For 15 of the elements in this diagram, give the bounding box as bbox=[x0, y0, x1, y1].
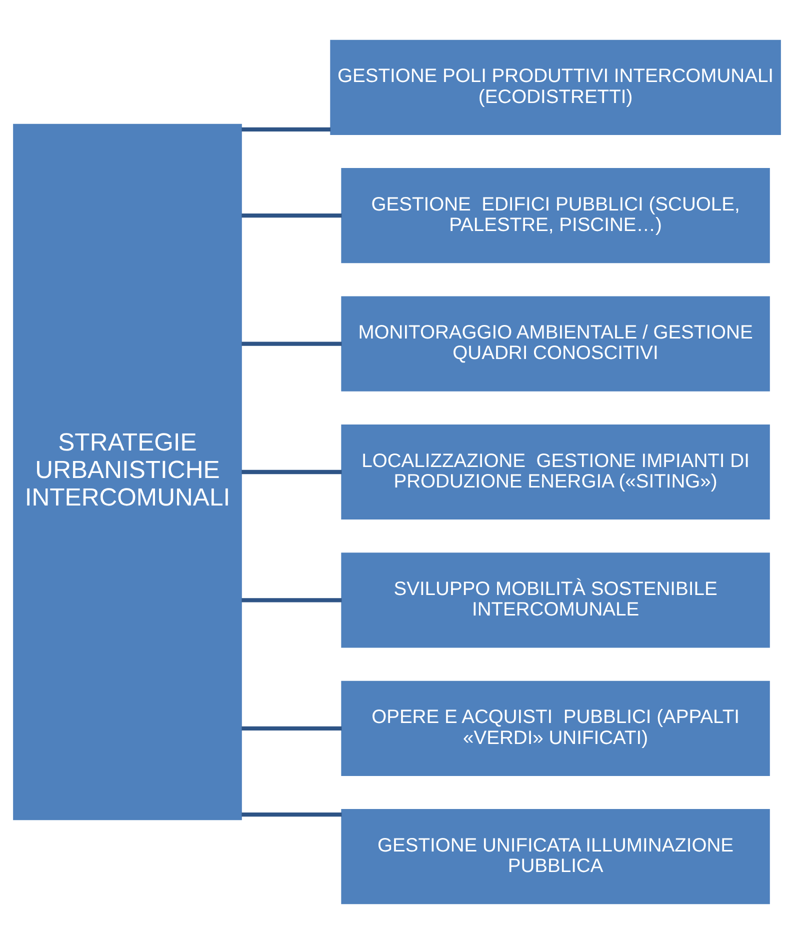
connector bbox=[242, 812, 342, 816]
connector bbox=[242, 126, 330, 131]
connector bbox=[242, 469, 342, 474]
connector bbox=[242, 598, 342, 602]
node-box: STRATEGIE URBANISTICHE INTERCOMUNALI bbox=[13, 123, 242, 820]
node-box: SVILUPPO MOBILITÀ SOSTENIBILE INTERCOMUNALE bbox=[341, 552, 770, 648]
connector bbox=[242, 726, 342, 730]
node-box: LOCALIZZAZIONE GESTIONE IMPIANTI DI PRODUZIONE ENERGIA («SITING») bbox=[341, 424, 770, 520]
node-box: MONITORAGGIO AMBIENTALE / GESTIONE QUADRI CONOSCITIVI bbox=[341, 296, 770, 391]
node-box: OPERE E ACQUISTI PUBBLICI (APPALTI «VERDI» UNIFICATI) bbox=[341, 680, 770, 776]
connector bbox=[242, 213, 342, 218]
node-box: GESTIONE POLI PRODUTTIVI INTERCOMUNALI (ECODISTRETTI) bbox=[330, 39, 781, 134]
node-box: GESTIONE EDIFICI PUBBLICI (SCUOLE, PALESTRE, PISCINE…) bbox=[341, 168, 770, 263]
connector bbox=[242, 341, 342, 346]
node-box: GESTIONE UNIFICATA ILLUMINAZIONE PUBBLICA bbox=[341, 808, 770, 904]
